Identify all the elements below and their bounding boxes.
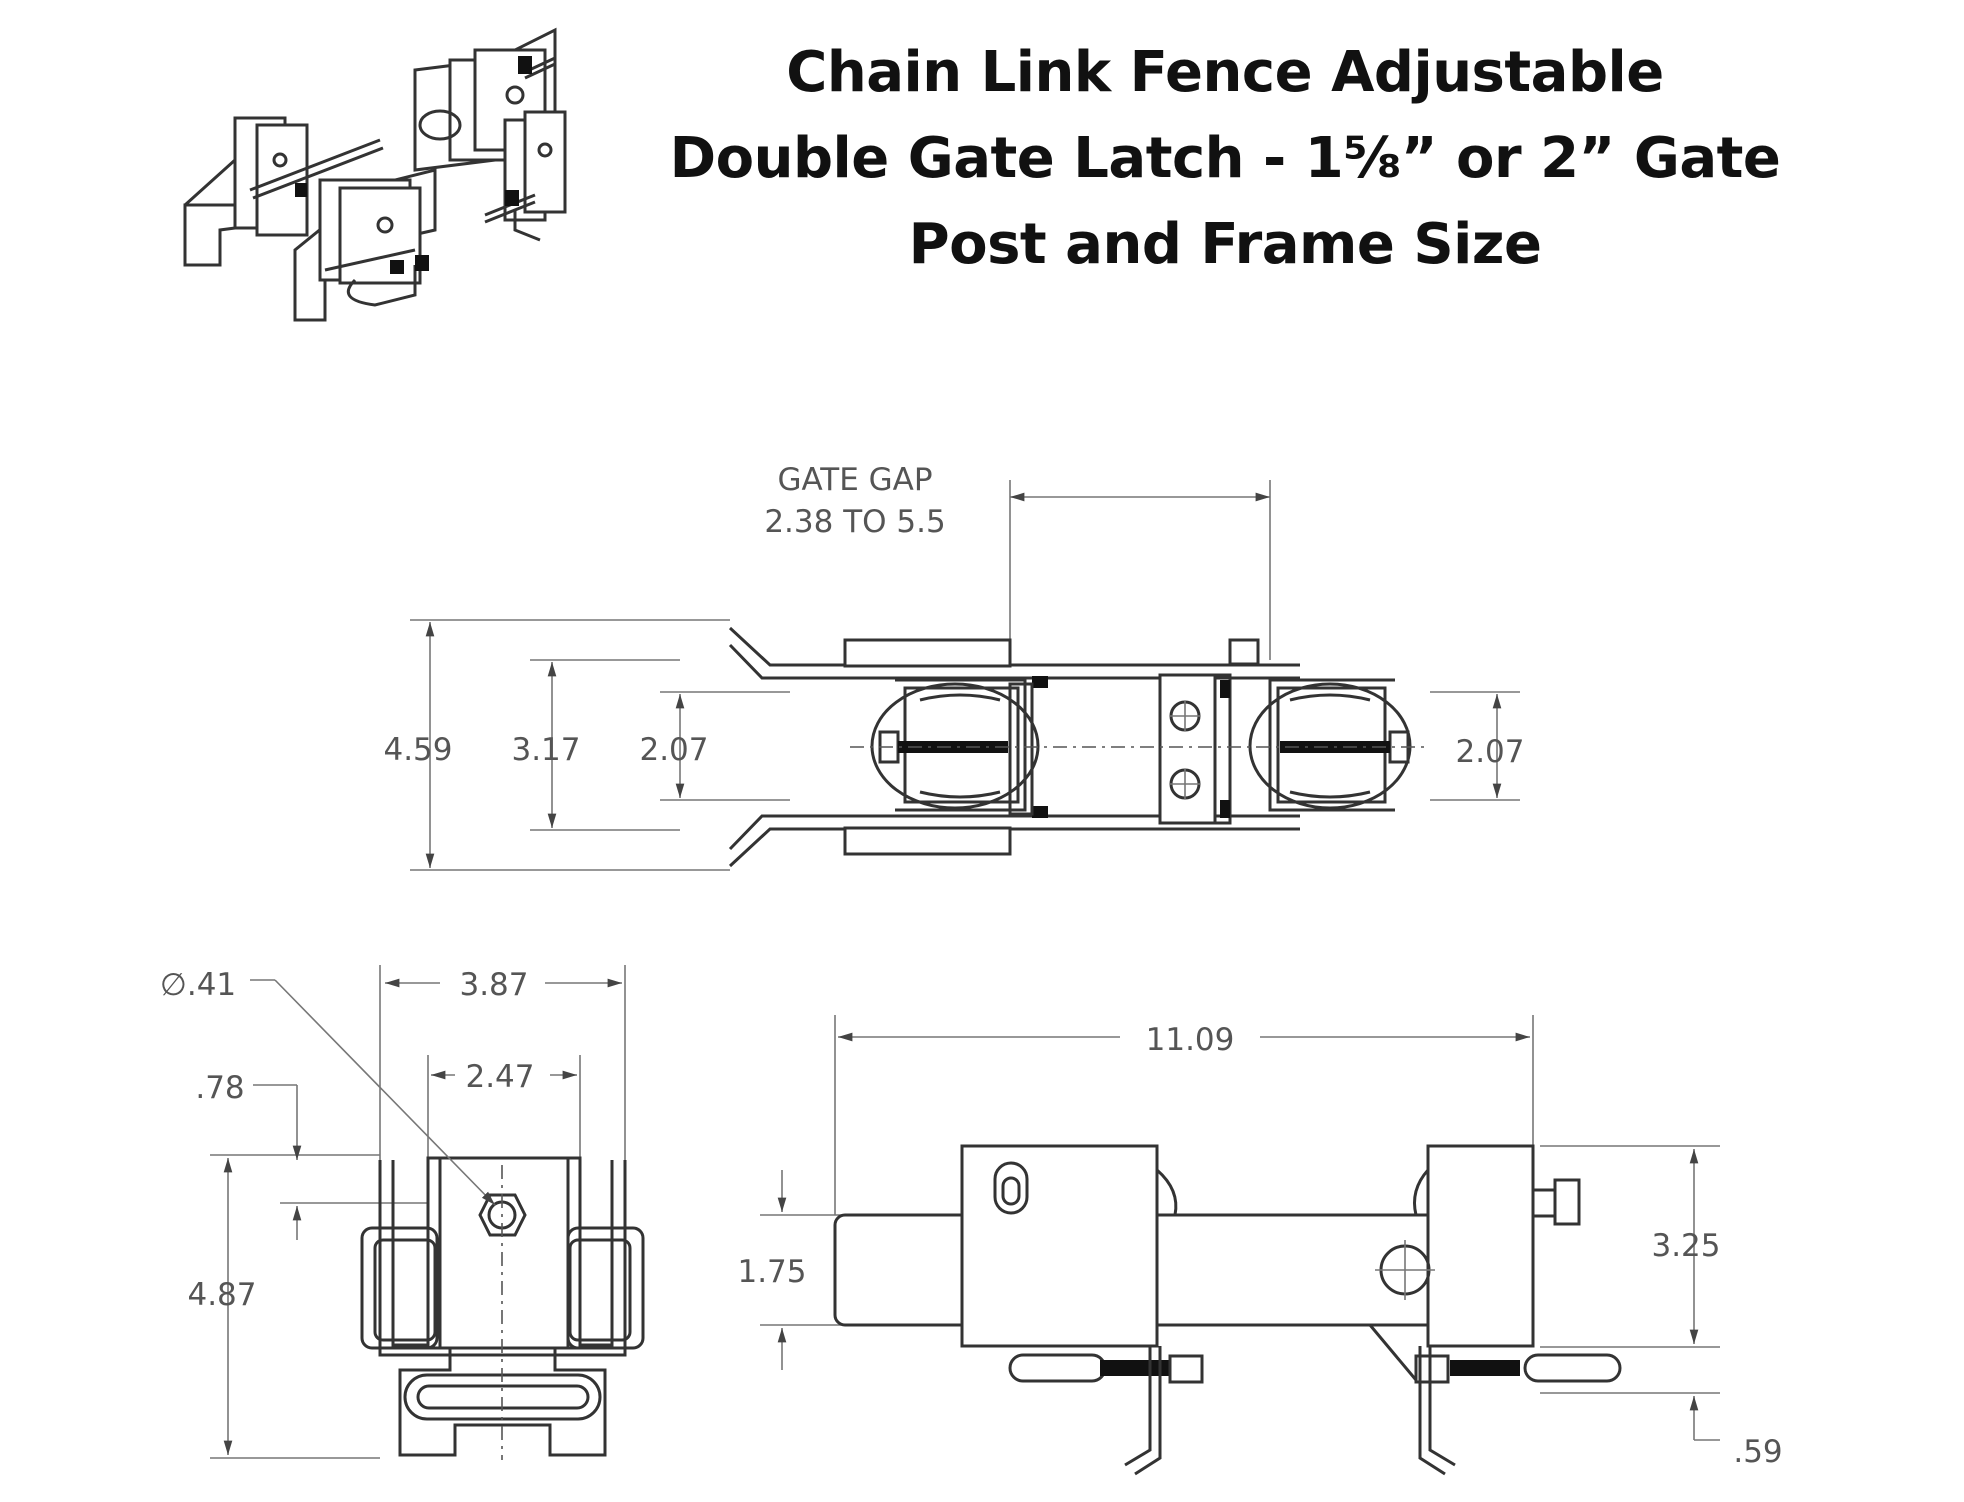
gate-gap-range: 2.38 TO 5.5 [764, 504, 945, 540]
dim-hole-diameter: ∅.41 [160, 967, 236, 1003]
dim-left-clamp: 2.07 [639, 732, 708, 768]
gate-gap-label: GATE GAP [777, 462, 932, 498]
dim-bar-height: 1.75 [737, 1254, 806, 1290]
isometric-latch-illustration [183, 27, 567, 322]
product-title: Chain Link Fence Adjustable Double Gate … [590, 30, 1860, 288]
side-view-drawing: 11.09 1.75 3.25 .59 [737, 1015, 1783, 1476]
dim-bracket-height: 3.25 [1651, 1228, 1720, 1264]
title-line-2: Double Gate Latch - 1⅝” or 2” Gate [669, 126, 1781, 191]
title-line-3: Post and Frame Size [908, 212, 1542, 277]
dim-length: 11.09 [1146, 1022, 1235, 1058]
top-view-drawing: GATE GAP 2.38 TO 5.5 4.59 3.17 2.07 2.07 [383, 462, 1525, 871]
dim-inner-width: 2.47 [465, 1059, 534, 1095]
dim-height: 4.87 [187, 1277, 256, 1313]
dim-overall-width: 3.87 [459, 967, 528, 1003]
dim-inner-height: 3.17 [511, 732, 580, 768]
end-view-drawing: ∅.41 3.87 2.47 .78 4.87 [160, 965, 645, 1460]
dim-overall-height: 4.59 [383, 732, 452, 768]
title-line-1: Chain Link Fence Adjustable [786, 40, 1664, 105]
dim-right-clamp: 2.07 [1455, 734, 1524, 770]
dim-bottom-offset: .59 [1733, 1434, 1782, 1470]
dim-top-offset: .78 [195, 1070, 244, 1106]
